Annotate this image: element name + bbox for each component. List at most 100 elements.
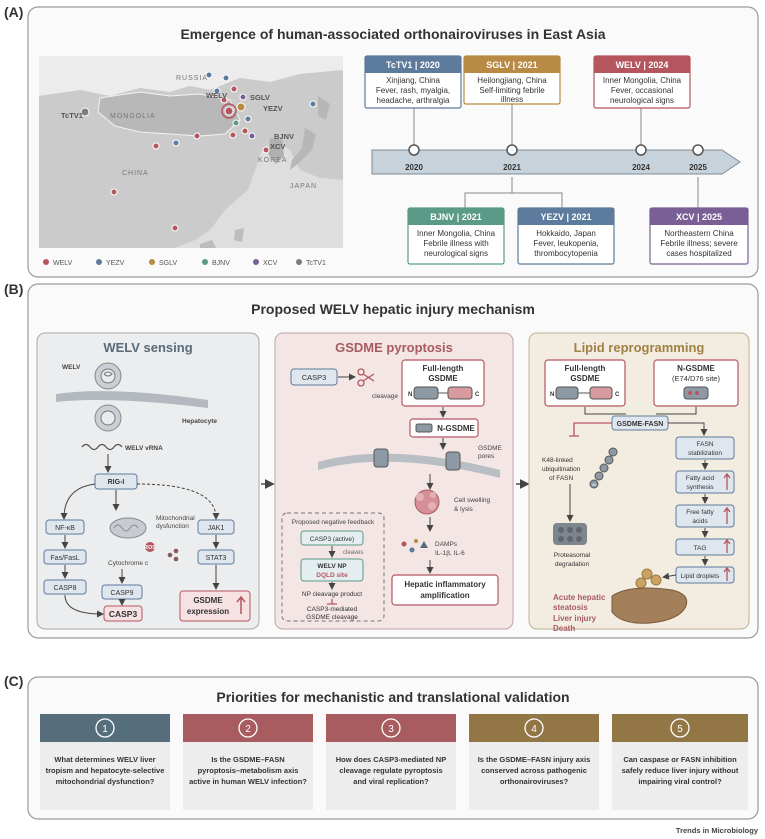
proteasome-icon (553, 523, 587, 545)
svg-text:TcTV1 | 2020: TcTV1 | 2020 (386, 60, 440, 70)
welv-virion-icon (94, 362, 122, 390)
full-gsdme-label-2: GSDME (428, 374, 458, 383)
timeline: 2020 2021 2024 2025 (371, 104, 741, 208)
casp3-pyro-label: CASP3 (302, 373, 327, 382)
map-label-korea: KOREA (258, 157, 288, 164)
legend-tctv1: TcTV1 (306, 260, 326, 267)
pores-label-2: pores (478, 453, 495, 460)
gsdme-expression-label-2: expression (187, 607, 229, 616)
svg-text:orthonairoviruses?: orthonairoviruses? (500, 777, 569, 786)
up-arrow-icon (723, 566, 731, 581)
priority-card-1: 1 What determines WELV liver tropism and… (40, 714, 170, 810)
pin-sglv (236, 102, 246, 112)
inhibition-ubiq-icon (569, 422, 612, 437)
pin-welv (152, 142, 160, 150)
fas-box (43, 549, 87, 565)
map-label-china: CHINA (122, 170, 149, 177)
outcome-2: steatosis (553, 603, 588, 612)
nfkb-label: NF-κB (55, 525, 75, 532)
step-droplets: Lipid droplets (681, 573, 720, 580)
casp8-box (43, 579, 87, 595)
step-fas-1: Fatty acid (686, 475, 715, 482)
svg-text:headache, arthralgia: headache, arthralgia (377, 96, 450, 105)
map-label-mongolia: MONGOLIA (110, 113, 156, 120)
casp3-active-box (300, 530, 364, 546)
svg-text:Inner Mongolia, China: Inner Mongolia, China (417, 229, 496, 238)
hepatocyte-label: Hepatocyte (182, 418, 217, 425)
legend-xcv: XCV (263, 260, 278, 267)
free-fatty-acids-box (675, 504, 735, 528)
outcome-1: Acute hepatic (553, 593, 606, 602)
pores-label-1: GSDME (478, 445, 503, 452)
map-label-bjnv: BJNV (274, 132, 294, 141)
pin-yezv (222, 74, 230, 82)
svg-text:4: 4 (531, 724, 537, 735)
stat3-label: STAT3 (206, 555, 227, 562)
priority-card-2: 2 Is the GSDME–FASN pyroptosis–metabolis… (183, 714, 313, 810)
up-arrow-icon (236, 595, 246, 614)
svg-text:Self-limiting febrile: Self-limiting febrile (479, 86, 545, 95)
svg-text:ROS: ROS (144, 545, 156, 551)
mediated-label-1: CASP3-mediated (307, 606, 358, 613)
pin-welv (229, 131, 237, 139)
degradation-label-1: Proteasomal (554, 552, 591, 559)
n-domain (413, 386, 439, 400)
legend-sglv: SGLV (159, 260, 177, 267)
step-fasn-2: stabilization (688, 450, 722, 457)
map-label-japan: JAPAN (290, 183, 317, 190)
timeline-year-2021: 2021 (503, 163, 521, 172)
svg-text:SGLV | 2021: SGLV | 2021 (486, 60, 537, 70)
svg-text:Is the GSDME–FASN injury axis: Is the GSDME–FASN injury axis (478, 755, 591, 764)
outcome-4: Death (553, 624, 575, 633)
lipid-ngsdme-label-1: N-GSDME (677, 364, 715, 373)
n-gsdme-label: N-GSDME (437, 424, 475, 433)
pin-welv (110, 188, 118, 196)
svg-text:cases hospitalized: cases hospitalized (666, 249, 731, 258)
timeline-year-2020: 2020 (405, 163, 423, 172)
swelling-label-1: Cell swelling (454, 497, 491, 504)
svg-text:conserved across pathogenic: conserved across pathogenic (481, 766, 587, 775)
tag-box (675, 538, 735, 556)
scissors-icon (357, 368, 375, 387)
hepatic-amplification-box (391, 574, 499, 606)
panel-c-title: Priorities for mechanistic and translati… (216, 689, 569, 705)
svg-text:What determines WELV liver: What determines WELV liver (54, 755, 155, 764)
cytochrome-c-icon (167, 548, 179, 562)
map-label-xcv: XCV (270, 142, 285, 151)
up-arrow-icon (723, 472, 731, 490)
svg-text:neurological signs: neurological signs (424, 249, 488, 258)
svg-text:YEZV | 2021: YEZV | 2021 (540, 212, 591, 222)
priority-card-4: 4 Is the GSDME–FASN injury axis conserve… (469, 714, 599, 810)
svg-text:tropism and hepatocyte-selecti: tropism and hepatocyte-selective (46, 766, 165, 775)
welv-np-label: WELV NP (317, 563, 347, 570)
panel-a-label: (A) (4, 4, 23, 20)
card-bjnv: BJNV | 2021 Inner Mongolia, China Febril… (407, 207, 505, 265)
pin-xcv (248, 132, 256, 140)
mediated-label-2: GSDME cleavage (306, 614, 358, 621)
lipid-n-gsdme-box (653, 359, 739, 407)
mito-label-1: Mitochondrial (156, 515, 195, 522)
card-tctv1: TcTV1 | 2020 Xinjiang, China Fever, rash… (364, 55, 462, 109)
lipid-n-label: N (550, 392, 554, 398)
svg-text:Ub: Ub (592, 483, 597, 487)
pin-yezv (213, 87, 221, 95)
rigi-label: RIG-I (108, 479, 125, 486)
svg-text:WELV | 2024: WELV | 2024 (616, 60, 669, 70)
pin-tctv1 (80, 107, 90, 117)
map-legend: WELV YEZV SGLV BJNV XCV TcTV1 (43, 259, 326, 267)
svg-text:Fever, leukopenia,: Fever, leukopenia, (533, 239, 598, 248)
gsdme-fasn-label: GSDME-FASN (617, 421, 664, 428)
svg-text:Fever, rash, myalgia,: Fever, rash, myalgia, (376, 86, 450, 95)
ubiq-label-3: of FASN (549, 475, 574, 482)
card-welv: WELV | 2024 Inner Mongolia, China Fever,… (593, 55, 691, 109)
amplification-label-1: Hepatic inflammatory (404, 580, 486, 589)
svg-text:How does CASP3-mediated NP: How does CASP3-mediated NP (336, 755, 446, 764)
card-yezv: YEZV | 2021 Hokkaido, Japan Fever, leuko… (517, 207, 615, 265)
panel-c-label: (C) (4, 673, 23, 689)
svg-text:XCV | 2025: XCV | 2025 (676, 212, 722, 222)
svg-text:and viral replication?: and viral replication? (353, 777, 429, 786)
map-label-sglv: SGLV (250, 93, 270, 102)
priority-card-5: 5 Can caspase or FASN inhibition safely … (612, 714, 748, 810)
ubiq-label-1: K48-linked (542, 457, 573, 464)
legend-yezv: YEZV (106, 260, 125, 267)
